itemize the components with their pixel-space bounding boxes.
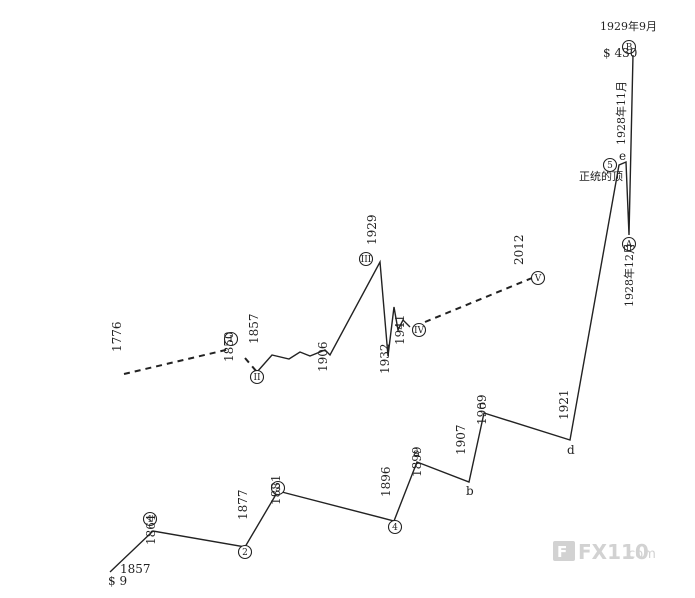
- chart-label: a: [413, 446, 420, 460]
- chart-label: 1776: [110, 321, 124, 352]
- wave-marker-label: 4: [392, 523, 398, 533]
- chart-label: 1907: [454, 424, 468, 455]
- chart-label: 1906: [316, 341, 330, 372]
- wave-marker-iv: IV: [411, 322, 427, 338]
- wave-marker-v: V: [530, 270, 546, 286]
- wave-line-2: [123, 348, 231, 375]
- wave-marker-label: IV: [414, 326, 425, 336]
- svg-text:F: F: [557, 543, 567, 561]
- wave-marker-3: 3: [270, 480, 286, 496]
- wave-marker-label: 3: [275, 484, 281, 494]
- wave-marker-label: 1: [147, 515, 153, 525]
- chart-label: 1857: [247, 313, 261, 344]
- chart-label: c: [479, 398, 486, 412]
- chart-label: e: [619, 149, 626, 163]
- wave-marker-2: 2: [237, 544, 253, 560]
- wave-marker-iii: III: [358, 251, 374, 267]
- wave-marker-label: B: [626, 43, 633, 53]
- chart-label: 1929年9月: [600, 19, 657, 33]
- wave-line-1: [109, 54, 634, 573]
- watermark-suffix: .com: [624, 547, 656, 562]
- watermark-brand: FX110: [578, 540, 649, 564]
- wave-marker-label: III: [361, 255, 372, 265]
- wave-marker-a: A: [621, 236, 637, 252]
- chart-label: 1899: [410, 446, 424, 477]
- wave-marker-label: 5: [607, 161, 613, 171]
- wave-marker-label: II: [253, 373, 261, 383]
- wave-line-4: [256, 259, 411, 373]
- wave-marker-ii: II: [249, 369, 265, 385]
- wave-marker-5: 5: [602, 157, 618, 173]
- wave-line-5: [424, 277, 533, 323]
- chart-label: $ 430: [603, 46, 637, 60]
- chart-label: 1941: [393, 314, 407, 345]
- chart-label: 1877: [236, 489, 250, 520]
- chart-label: 1921: [557, 389, 571, 420]
- chart-label: 1909: [475, 394, 489, 425]
- chart-label: 1929: [365, 214, 379, 245]
- wave-marker-1: 1: [142, 511, 158, 527]
- chart-label: 1881: [269, 474, 283, 505]
- chart-label: 正统的顶: [579, 169, 623, 183]
- chart-label: 1850: [222, 331, 236, 362]
- chart-label: 1857: [120, 562, 151, 576]
- watermark: F FX110 .com: [553, 540, 656, 564]
- wave-marker-label: 2: [242, 548, 248, 558]
- wave-line-3: [244, 357, 258, 373]
- chart-label: 2012: [512, 234, 526, 265]
- chart-label: d: [567, 443, 575, 457]
- wave-marker-4: 4: [387, 519, 403, 535]
- wave-marker-label: V: [534, 274, 542, 284]
- chart-label: 1932: [378, 343, 392, 374]
- chart-label: $ 9: [108, 574, 127, 588]
- wave-marker-b: B: [621, 39, 637, 55]
- chart-label: b: [466, 484, 474, 498]
- wave-marker-label: I: [229, 335, 233, 345]
- chart-label: 1928年11月: [614, 81, 628, 145]
- chart-label: 1928年12月: [622, 243, 636, 307]
- chart-label: 1864: [144, 514, 158, 545]
- wave-marker-i: I: [223, 331, 239, 347]
- wave-marker-label: A: [625, 240, 633, 250]
- chart-label: 1896: [379, 466, 393, 497]
